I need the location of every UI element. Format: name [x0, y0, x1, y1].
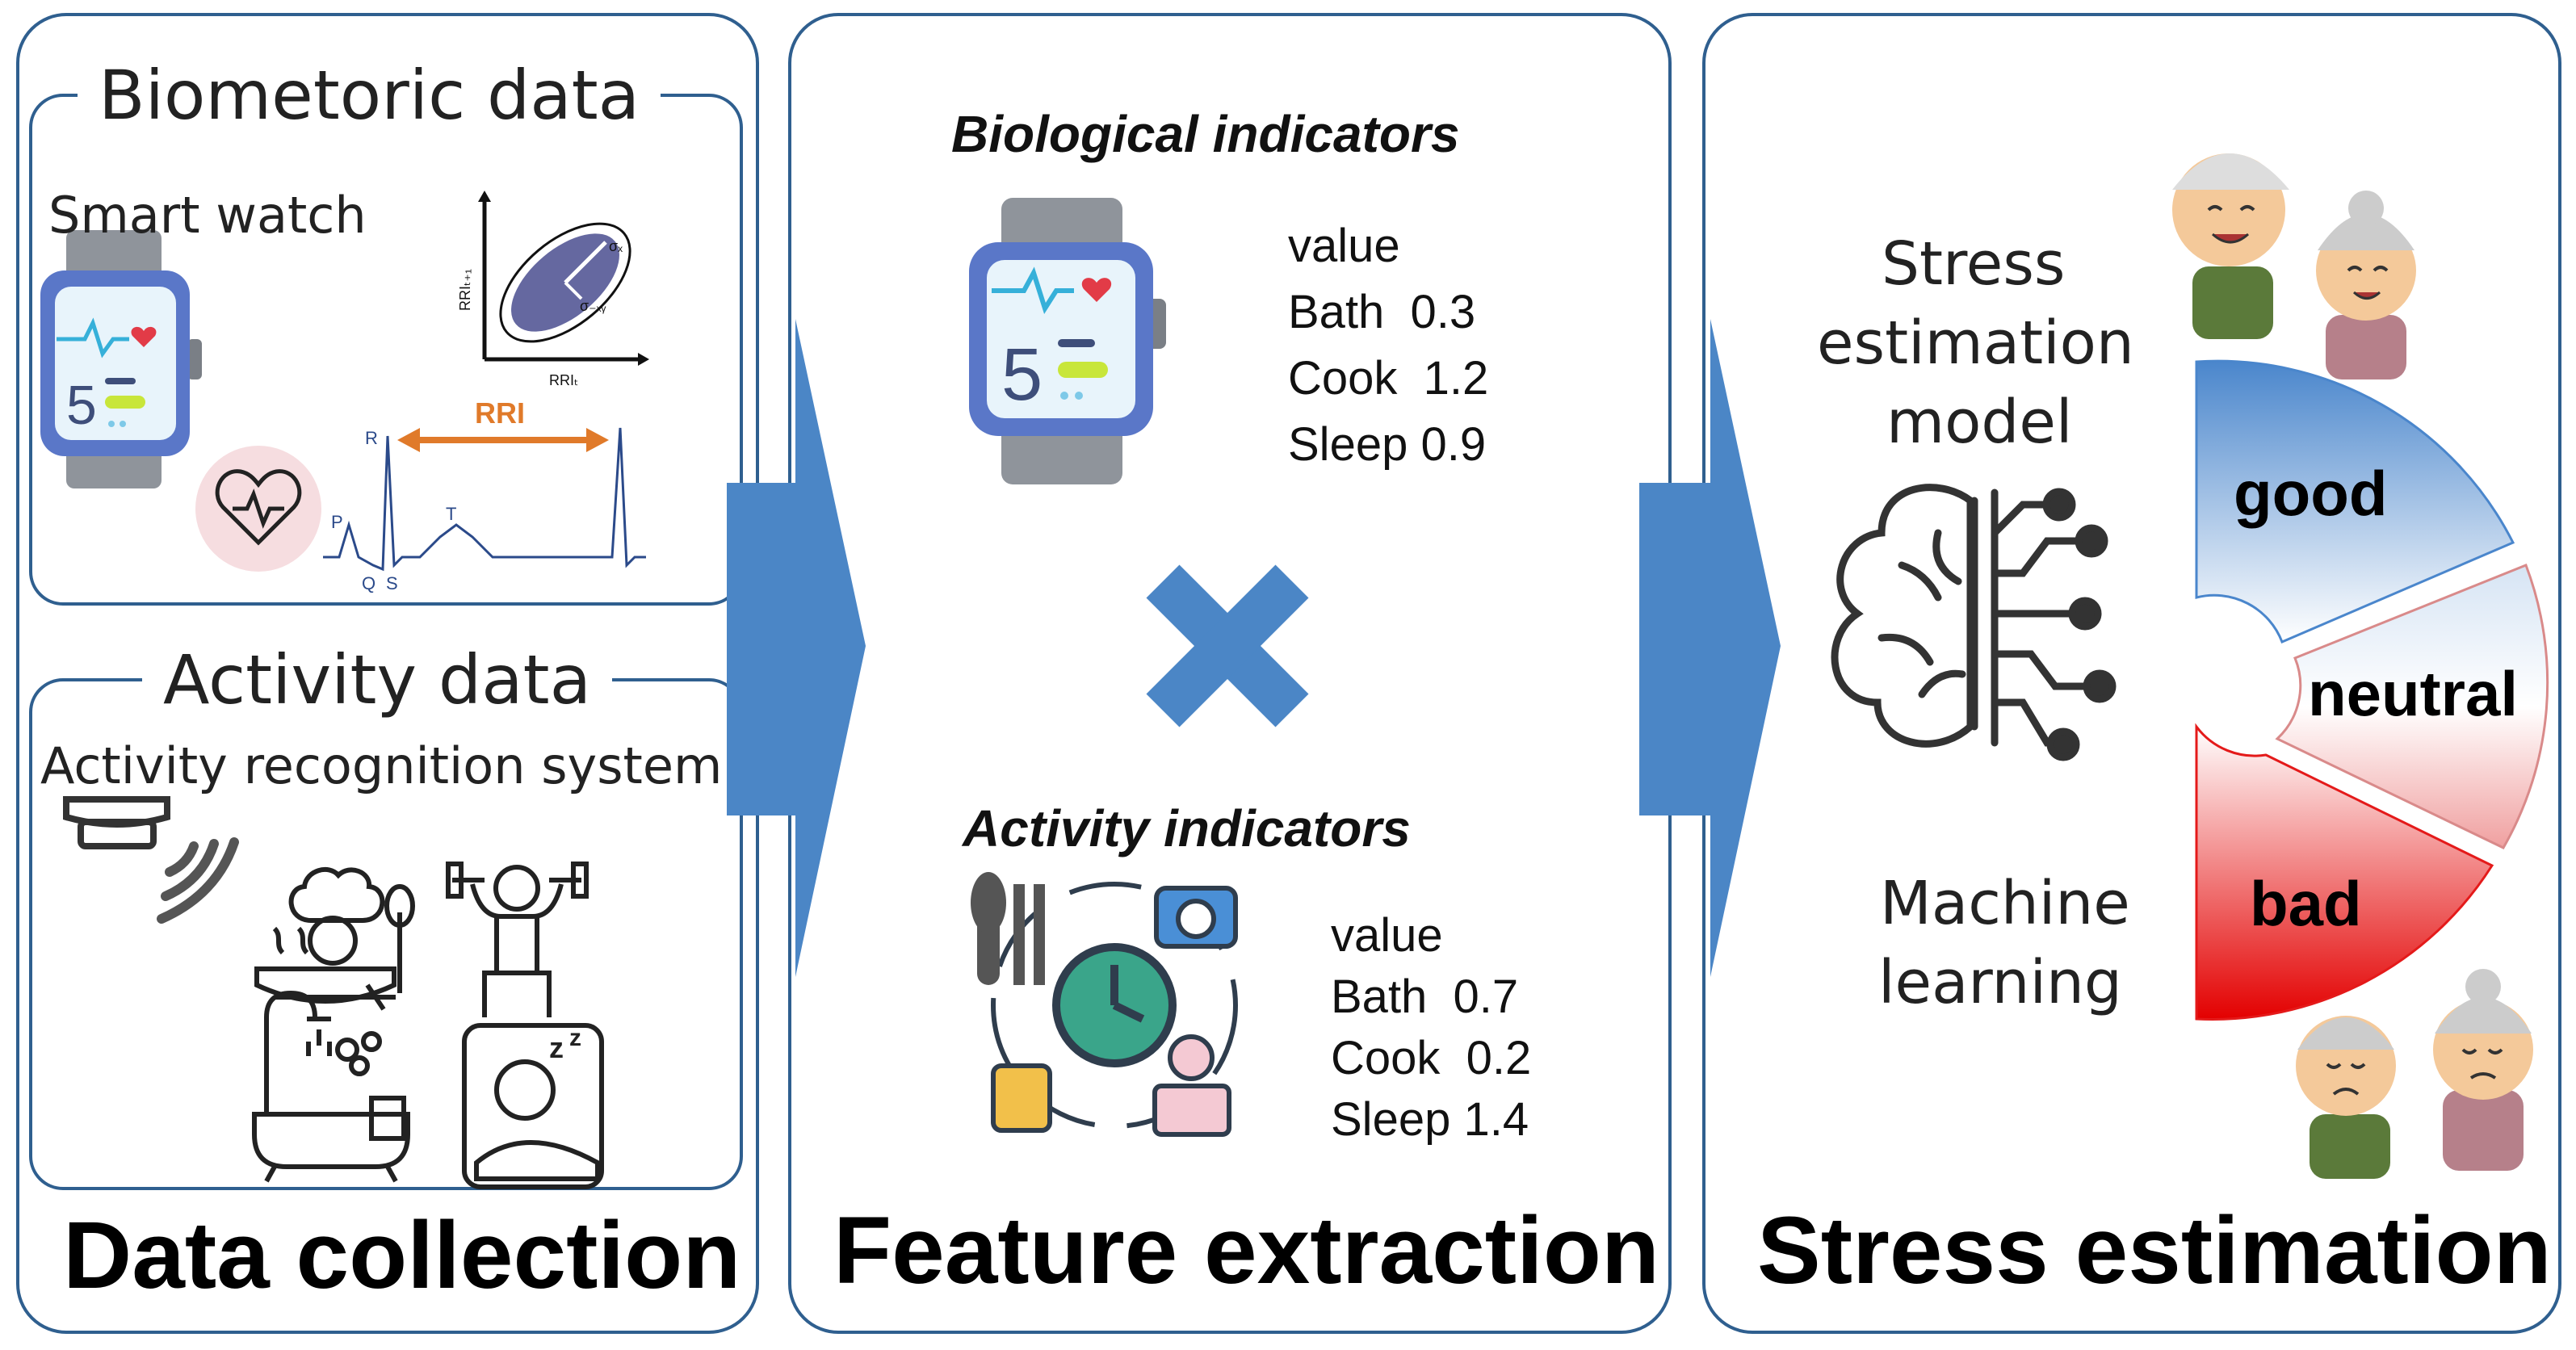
level-bad: bad: [2250, 868, 2362, 939]
smartwatch-icon-feature: 5: [969, 198, 1166, 484]
gauge-bad: [2195, 723, 2494, 1021]
rri-arrow: [397, 428, 609, 452]
poincare-sigma-x: σₓ: [609, 238, 623, 254]
level-good: good: [2234, 458, 2388, 529]
bio-row-sleep: Sleep 0.9: [1288, 418, 1487, 471]
act-row-bath: Bath 0.7: [1331, 971, 1519, 1023]
activity-heading: Activity data: [142, 646, 613, 714]
activity-system-label: Activity recognition system: [40, 736, 723, 795]
multiply-icon: [1146, 564, 1309, 727]
chef-cooking-icon: [254, 866, 415, 1011]
svg-text:z: z: [569, 1025, 581, 1051]
bath-icon: [252, 990, 410, 1183]
poincare-y-label: RRIₜ₊₁: [456, 269, 473, 311]
poincare-x-label: RRIₜ: [549, 372, 579, 388]
happy-elders-icon: [2172, 153, 2416, 379]
bio-value-header: value: [1288, 220, 1400, 272]
ecg-label-t: T: [446, 504, 457, 524]
title-feature-extraction: Feature extraction: [833, 1197, 1659, 1304]
smartwatch-icon: 5: [40, 230, 202, 488]
ecg-label-r: R: [365, 428, 378, 448]
bio-row-bath: Bath 0.3: [1288, 286, 1476, 338]
rri-label: RRI: [475, 396, 525, 430]
stress-gauge: [2195, 359, 2549, 1021]
act-row-cook: Cook 0.2: [1331, 1032, 1532, 1084]
model-line-2: estimation: [1817, 308, 2134, 378]
svg-text:5: 5: [66, 375, 97, 436]
ecg-label-q: Q: [362, 573, 376, 593]
title-data-collection: Data collection: [63, 1202, 741, 1309]
ml-line-2: learning: [1878, 948, 2122, 1017]
model-line-1: Stress: [1882, 229, 2066, 299]
sensor-icon: [63, 796, 170, 849]
ml-line-1: Machine: [1880, 869, 2130, 938]
model-line-3: model: [1886, 388, 2073, 457]
gauge-good: [2195, 359, 2515, 644]
brain-circuit-icon: [1831, 484, 2117, 761]
flow-arrow-2: [1639, 319, 1781, 977]
flow-arrow-1: [727, 319, 866, 977]
biometric-heading: Biometoric data: [78, 61, 661, 129]
smartwatch-label: Smart watch: [48, 186, 367, 245]
biological-heading: Biological indicators: [951, 105, 1460, 163]
act-row-sleep: Sleep 1.4: [1331, 1093, 1529, 1146]
activity-cluster-icon: [971, 872, 1238, 1137]
gauge-neutral: [2275, 564, 2549, 849]
wifi-icon: [157, 837, 239, 924]
sleep-icon: z z: [462, 1023, 604, 1189]
level-neutral: neutral: [2308, 658, 2519, 729]
svg-text:5: 5: [1001, 333, 1043, 416]
act-value-header: value: [1331, 909, 1443, 962]
heart-rate-icon: [195, 446, 321, 572]
poincare-sigma-y: σ₋ₓᵧ: [580, 298, 606, 314]
ecg-label-p: P: [331, 512, 343, 532]
sad-elders-icon: [2296, 969, 2533, 1179]
ecg-label-s: S: [386, 573, 398, 593]
svg-text:z: z: [549, 1031, 564, 1064]
bio-row-cook: Cook 1.2: [1288, 352, 1489, 405]
title-stress-estimation: Stress estimation: [1757, 1197, 2552, 1304]
exercise-icon: [446, 862, 589, 1017]
ecg-waveform: [323, 427, 646, 572]
poincare-plot: [478, 191, 649, 366]
activity-indicators-heading: Activity indicators: [963, 799, 1411, 857]
